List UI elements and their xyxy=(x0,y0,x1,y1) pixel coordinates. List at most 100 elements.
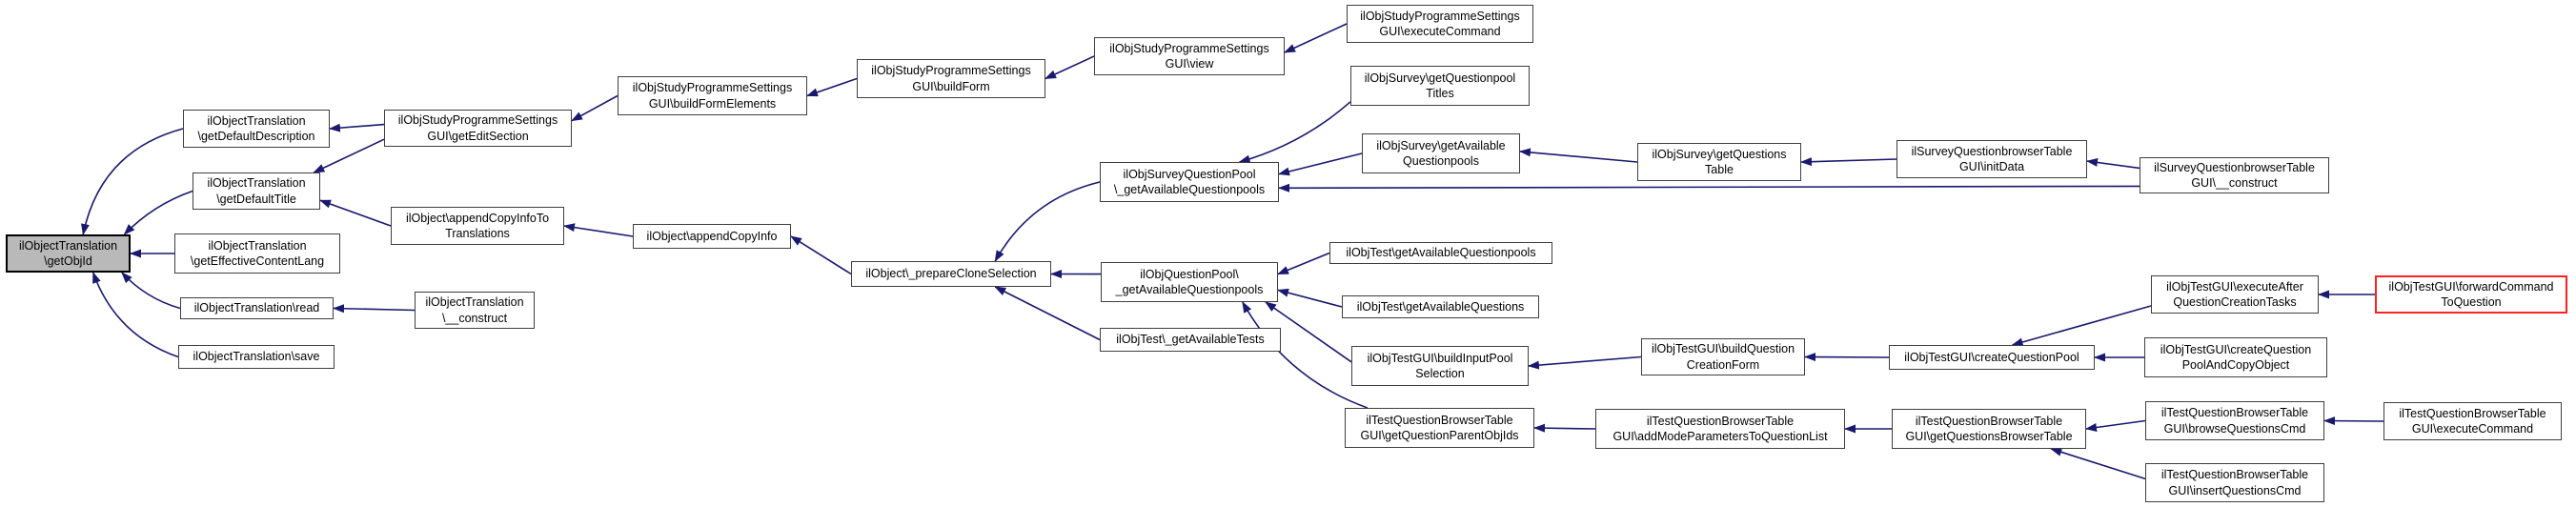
graph-node-label: ilObjTestGUI\forwardCommand xyxy=(2388,279,2554,294)
graph-node-label: ilObjSurvey\getQuestions xyxy=(1652,147,1787,161)
graph-node-label: GUI\insertQuestionsCmd xyxy=(2168,483,2302,497)
graph-node-label: ilObjTest\_getAvailableTests xyxy=(1116,333,1265,347)
call-edge-addModeParams-to-getQuestionParentObjIds xyxy=(1533,423,1596,433)
graph-node-prepareCloneSelection[interactable]: ilObject\_prepareCloneSelection xyxy=(851,261,1051,287)
graph-node-label: ilObjSurvey\getAvailable xyxy=(1376,138,1506,152)
call-edge-getDefaultTitle-to-getObjId xyxy=(123,190,193,235)
graph-node-label: Table xyxy=(1705,163,1734,176)
graph-node-svyQpGAQ[interactable]: ilObjSurveyQuestionPool\_getAvailableQue… xyxy=(1100,162,1279,202)
graph-node-label: ilObject\_prepareCloneSelection xyxy=(865,267,1037,281)
graph-node-label: GUI\buildForm xyxy=(912,79,990,93)
call-edge-buildQuestionCreationForm-to-buildInputPoolSelection xyxy=(1528,355,1642,370)
graph-node-read[interactable]: ilObjectTranslation\read xyxy=(180,297,334,319)
call-edge-getDefaultDescription-to-getObjId xyxy=(81,128,184,235)
graph-node-label: GUI\__construct xyxy=(2191,176,2278,190)
graph-node-label: ilSurveyQuestionbrowserTable xyxy=(1911,144,2073,158)
graph-node-otConstruct[interactable]: ilObjectTranslation\__construct xyxy=(415,292,535,329)
graph-node-label: GUI\executeCommand xyxy=(1379,25,1501,38)
graph-node-label: ilObjQuestionPool\ xyxy=(1140,267,1239,281)
call-edge-createQuestionPool-to-buildQuestionCreationForm xyxy=(1804,353,1890,362)
graph-node-label: CreationForm xyxy=(1686,357,1760,372)
call-edge-browseQuestionsCmd-to-getQuestionsBrowserTable xyxy=(2085,419,2146,432)
call-edge-appendCopyInfo-to-appendCopyInfoToTranslations xyxy=(563,223,634,237)
graph-node-label: Selection xyxy=(1415,367,1465,380)
graph-node-label: GUI\getQuestionsBrowserTable xyxy=(1905,430,2073,443)
call-edge-tqbExecuteCommand-to-browseQuestionsCmd xyxy=(2323,416,2384,426)
graph-node-label: ilObject\appendCopyInfoTo xyxy=(405,211,550,225)
graph-node-label: ilTestQuestionBrowserTable xyxy=(2399,406,2546,420)
graph-node-label: ilObjStudyProgrammeSettings xyxy=(871,64,1031,78)
graph-node-qpGAQ[interactable]: ilObjQuestionPool\ _getAvailableQuestionp… xyxy=(1101,262,1278,302)
graph-node-label: ilObjStudyProgrammeSettings xyxy=(1109,41,1269,55)
graph-node-createQuestionPool[interactable]: ilObjTestGUI\createQuestionPool xyxy=(1889,345,2095,370)
graph-node-label: ilObjStudyProgrammeSettings xyxy=(1360,9,1520,23)
call-edge-otConstruct-to-read xyxy=(333,304,416,314)
graph-node-getDefaultDescription[interactable]: ilObjectTranslation\getDefaultDescriptio… xyxy=(183,110,330,148)
graph-node-label: ToQuestion xyxy=(2441,295,2502,309)
graph-node-label: ilObjStudyProgrammeSettings xyxy=(632,81,793,95)
graph-node-label: _getAvailableQuestionpools xyxy=(1115,283,1264,296)
graph-node-label: ilObjTestGUI\createQuestion xyxy=(2160,342,2312,356)
graph-node-label: QuestionCreationTasks xyxy=(2173,295,2297,309)
graph-node-label: GUI\buildFormElements xyxy=(648,96,777,111)
graph-node-label: ilObjectTranslation xyxy=(207,176,306,191)
call-edge-executeAfterQCT-to-createQuestionPool xyxy=(2011,305,2152,347)
call-edge-getQuestionParentObjIds-to-qpGAQ xyxy=(1242,301,1369,409)
graph-node-label: Titles xyxy=(1426,87,1454,100)
graph-node-label: ilObjectTranslation\read xyxy=(193,301,320,315)
graph-node-label: ilTestQuestionBrowserTable xyxy=(1646,414,1795,428)
graph-node-label: Questionpools xyxy=(1403,154,1479,168)
graph-node-getAvailableTests[interactable]: ilObjTest\_getAvailableTests xyxy=(1100,328,1281,352)
call-edge-buildInputPoolSelection-to-qpGAQ xyxy=(1265,301,1352,363)
call-edge-buildForm-to-buildFormElements xyxy=(806,77,858,97)
graph-node-label: ilObjectTranslation xyxy=(18,238,118,253)
graph-node-label: \_getAvailableQuestionpools xyxy=(1113,183,1266,196)
graph-node-label: GUI\view xyxy=(1165,57,1214,71)
graph-node-label: GUI\browseQuestionsCmd xyxy=(2163,421,2306,436)
call-edge-spExecuteCommand-to-view xyxy=(1284,23,1348,53)
graph-node-label: GUI\addModeParametersToQuestionList xyxy=(1613,430,1828,443)
graph-node-label: ilObjectTranslation xyxy=(208,238,307,253)
graph-node-getDefaultTitle[interactable]: ilObjectTranslation\getDefaultTitle xyxy=(193,172,320,210)
graph-node-label: ilTestQuestionBrowserTable xyxy=(1366,413,1513,427)
graph-node-label: ilObjectTranslation\save xyxy=(193,350,320,364)
graph-node-appendCopyInfo[interactable]: ilObject\appendCopyInfo xyxy=(633,224,791,249)
graph-node-testGAQ[interactable]: ilObjTest\getAvailableQuestions xyxy=(1342,295,1539,318)
graph-node-label: GUI\getEditSection xyxy=(427,129,529,143)
graph-node-testGAQp[interactable]: ilObjTest\getAvailableQuestionpools xyxy=(1329,242,1552,264)
graph-node-label: \getDefaultTitle xyxy=(216,192,296,206)
graph-node-save[interactable]: ilObjectTranslation\save xyxy=(178,345,335,369)
call-edge-buildFormElements-to-getEditSection xyxy=(571,94,619,122)
graph-node-label: ilObjTestGUI\executeAfter xyxy=(2166,279,2303,294)
graph-node-label: ilObjTest\getAvailableQuestions xyxy=(1356,299,1525,314)
graph-node-label: ilObjectTranslation xyxy=(425,295,524,310)
graph-node-getObjId: ilObjectTranslation\getObjId xyxy=(6,234,131,273)
call-edge-sqbConstruct-to-sqbInitData xyxy=(2086,158,2140,170)
graph-node-getEffectiveContentLang[interactable]: ilObjectTranslation\getEffectiveContentL… xyxy=(174,233,340,274)
